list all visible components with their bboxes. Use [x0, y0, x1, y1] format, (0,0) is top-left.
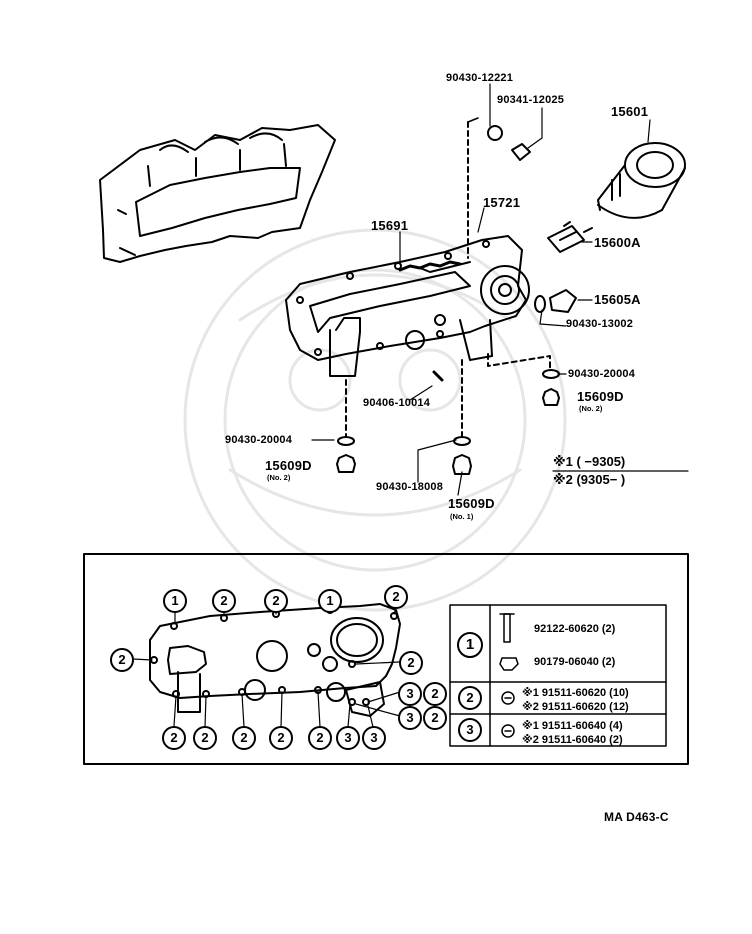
bolt-marker-2: 2 [162, 726, 186, 750]
oil-filter [597, 142, 686, 219]
bolt-marker-3: 3 [398, 706, 422, 730]
part-label-15605A: 15605A [594, 292, 641, 307]
part-label-90341-12025: 90341-12025 [497, 94, 565, 106]
bolt-marker-3: 3 [362, 726, 386, 750]
fastener-icons [499, 613, 519, 738]
legend-row1-part-a: 92122-60620 (2) [534, 623, 616, 635]
part-label-90430-20004-right: 90430-20004 [568, 368, 636, 380]
figure-code: MA D463-C [604, 810, 669, 824]
bolt-marker-1: 1 [163, 589, 187, 613]
part-label-15609D-right: 15609D [577, 389, 624, 404]
bolt-marker-2: 2 [423, 682, 447, 706]
marker-leaders [132, 607, 401, 728]
part-label-90430-12221: 90430-12221 [446, 72, 514, 84]
legend-table-grid [449, 604, 667, 747]
union-bolt [547, 221, 593, 253]
bolt-marker-1: 1 [318, 589, 342, 613]
bolt-marker-2: 2 [384, 585, 408, 609]
legend-marker-1: 1 [457, 632, 483, 658]
part-sublabel-15609D-left: (No. 2) [267, 473, 291, 482]
bolt-marker-3: 3 [336, 726, 360, 750]
stud-90406 [432, 370, 444, 382]
applicability-note-1: ※1 ( −9305) [553, 454, 626, 469]
part-label-90430-13002: 90430-13002 [566, 318, 634, 330]
engine-block [99, 124, 336, 263]
legend-marker-3: 3 [458, 718, 482, 742]
legend-row3-part-a: ※1 91511-60640 (4) [522, 720, 623, 732]
part-label-15721: 15721 [483, 195, 521, 210]
bolt-marker-2: 2 [212, 589, 236, 613]
bolt-marker-2: 2 [399, 651, 423, 675]
applicability-note-2: ※2 (9305− ) [553, 472, 626, 487]
bolt-marker-2: 2 [110, 648, 134, 672]
part-label-15609D-center: 15609D [448, 496, 495, 511]
bolt-layout-inset-frame [83, 553, 689, 765]
part-label-15691: 15691 [371, 218, 409, 233]
bolt-marker-2: 2 [423, 706, 447, 730]
bolt-marker-2: 2 [232, 726, 256, 750]
drain-plug [487, 125, 531, 161]
part-label-90430-20004-left: 90430-20004 [225, 434, 293, 446]
legend-row2-part-a: ※1 91511-60620 (10) [522, 687, 629, 699]
bolt-marker-3: 3 [398, 682, 422, 706]
part-label-15601: 15601 [611, 104, 649, 119]
gasket-outline [149, 603, 401, 717]
part-sublabel-15609D-center: (No. 1) [450, 512, 474, 521]
legend-row3-part-b: ※2 91511-60640 (2) [522, 734, 623, 746]
legend-row1-part-b: 90179-06040 (2) [534, 656, 616, 668]
legend-row2-part-b: ※2 91511-60620 (12) [522, 701, 629, 713]
relief-valve-plug [534, 289, 577, 313]
bolt-marker-2: 2 [193, 726, 217, 750]
legend-marker-2: 2 [458, 686, 482, 710]
part-label-15609D-left: 15609D [265, 458, 312, 473]
bolt-marker-2: 2 [264, 589, 288, 613]
bolt-marker-2: 2 [308, 726, 332, 750]
dashed-leaders-lower [345, 353, 551, 437]
oil-cooler-assembly [285, 235, 530, 377]
part-label-15600A: 15600A [594, 235, 641, 250]
lower-nuts [336, 369, 560, 475]
part-label-90430-18008: 90430-18008 [376, 481, 444, 493]
part-sublabel-15609D-right: (No. 2) [579, 404, 603, 413]
bolt-marker-2: 2 [269, 726, 293, 750]
part-label-90406-10014: 90406-10014 [363, 397, 431, 409]
